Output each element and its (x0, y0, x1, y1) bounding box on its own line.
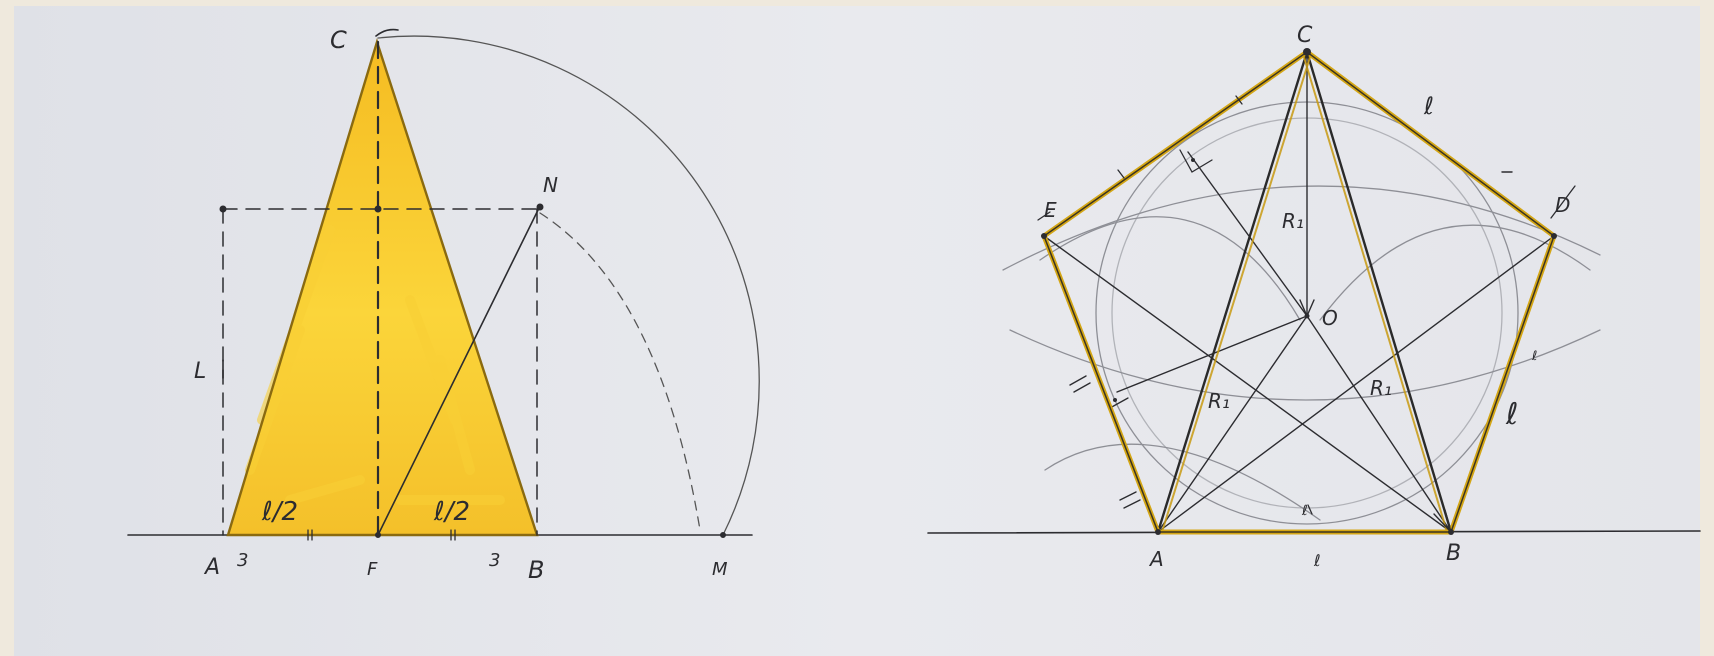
equal-ticks (307, 529, 456, 541)
D-extension (1550, 185, 1576, 219)
pentagon-pencil-outline (1043, 51, 1555, 533)
label-N: N (543, 173, 558, 197)
ticks-EA-upper (1069, 375, 1091, 393)
point-F (375, 532, 381, 538)
arrow-CO (1299, 299, 1315, 318)
vertex-C (1303, 48, 1311, 56)
label-O: O (1322, 306, 1338, 330)
label-radius-left: R₁ (1208, 389, 1230, 413)
arc-upper (1002, 185, 1601, 271)
ticks-EA-lower (1119, 491, 1141, 509)
label-radius-top: R₁ (1282, 209, 1304, 233)
tick-AB (1307, 504, 1313, 515)
right-angle-dot-top (1191, 158, 1195, 162)
label-A-left: A (203, 555, 220, 580)
line-E-B (1043, 235, 1452, 533)
right-angle-mark-top (1179, 149, 1213, 173)
arc-bottom (1044, 443, 1321, 521)
label-side-right-small: ℓ (1531, 349, 1537, 364)
arrow-OB (1433, 509, 1452, 533)
apex-tick (375, 28, 399, 37)
label-D: D (1555, 193, 1570, 217)
line-D-A (1157, 235, 1555, 533)
label-3-left: 3 (237, 550, 248, 571)
point-top-left (219, 205, 227, 213)
label-F: F (367, 559, 378, 580)
label-B-left: B (528, 556, 544, 584)
point-mid (374, 205, 382, 213)
dashed-arc-N-to-M (539, 212, 701, 531)
label-M: M (712, 559, 728, 580)
radius-BO (1306, 315, 1452, 533)
arc-C-to-M (377, 35, 760, 536)
label-side-bottom-inner: ℓ (1301, 503, 1308, 519)
inner-golden-triangle (1156, 50, 1453, 534)
diagonal-FN (377, 205, 541, 536)
point-N (536, 203, 544, 211)
perpendicular-EC (1187, 151, 1308, 317)
label-E: E (1044, 198, 1057, 222)
label-L: L (194, 359, 206, 384)
star-edge-AC (1156, 50, 1309, 534)
label-side-right: ℓ (1505, 397, 1518, 432)
label-side-bottom: ℓ (1313, 551, 1321, 570)
label-half-left: ℓ/2 (261, 497, 298, 527)
inner-triangle-yellow (1161, 53, 1448, 533)
label-3-right: 3 (489, 550, 500, 571)
right-angle-dot-left (1113, 398, 1117, 402)
helper-lines (1037, 51, 1576, 533)
vertex-E (1041, 233, 1047, 239)
label-half-right: ℓ/2 (433, 497, 470, 527)
label-B-right: B (1446, 541, 1461, 566)
arc-left (1039, 216, 1301, 321)
E-extension (1037, 211, 1051, 221)
label-A-right: A (1148, 547, 1164, 571)
golden-triangle-outline (226, 37, 539, 537)
radius-AO (1157, 315, 1308, 533)
pentagon-construction (927, 48, 1701, 535)
marker-strokes (245, 225, 505, 505)
golden-triangle-fill (228, 42, 537, 535)
star-edge-CB (1305, 50, 1453, 534)
point-M (720, 532, 726, 538)
isosceles-triangle-construction (127, 28, 760, 541)
vertex-A (1155, 529, 1161, 535)
vertex-D (1551, 233, 1557, 239)
ticks-EC (1117, 95, 1243, 179)
label-radius-right: R₁ (1370, 376, 1392, 400)
label-C-left: C (330, 26, 347, 54)
label-side-top: ℓ (1423, 92, 1434, 120)
label-C-right: C (1297, 23, 1313, 48)
